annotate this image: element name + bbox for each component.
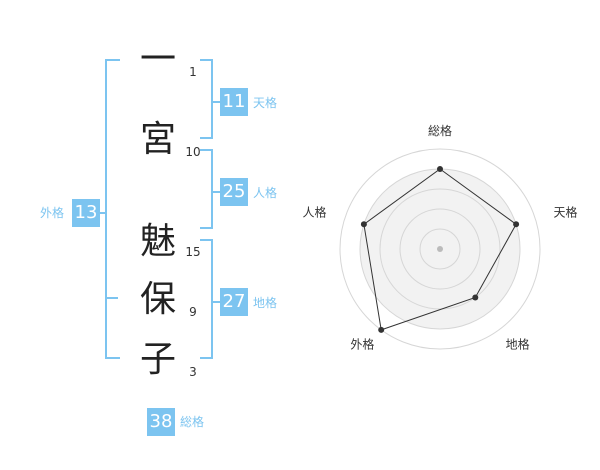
chikaku-label: 地格 [253, 296, 278, 310]
tenkaku-label: 天格 [253, 96, 278, 110]
jinkaku-connector [211, 191, 220, 193]
jinkaku-label: 人格 [253, 186, 278, 200]
radar-point-2 [513, 221, 520, 228]
stroke-count-3: 15 [185, 245, 201, 259]
radar-axis-label-4: 外格 [350, 337, 374, 352]
soukaku-badge: 38 [147, 408, 175, 436]
stroke-count-4: 9 [189, 305, 197, 319]
jinkaku-badge: 25 [220, 178, 248, 206]
chikaku-bracket [200, 239, 213, 359]
radar-ring [419, 228, 461, 270]
chikaku-connector [211, 301, 220, 303]
jinkaku-bracket [200, 149, 213, 229]
tenkaku-connector [211, 101, 220, 103]
tenkaku-badge: 11 [220, 88, 248, 116]
stroke-count-1: 1 [189, 65, 197, 79]
soukaku-label: 総格 [180, 415, 205, 429]
radar-point-4 [378, 326, 385, 333]
tenkaku-bracket [200, 59, 213, 139]
radar-polygon [363, 168, 517, 331]
radar-point-1 [437, 166, 443, 172]
gaikaku-bracket-tick [105, 297, 118, 299]
name-char-5: 子 [139, 339, 176, 380]
name-char-4: 保 [139, 279, 176, 320]
stroke-count-2: 10 [185, 145, 201, 159]
radar-axis-label-2: 天格 [553, 205, 577, 220]
chikaku-badge: 27 [220, 288, 248, 316]
radar-axis-label-1: 総格 [428, 123, 452, 138]
radar-ring [379, 188, 501, 310]
gaikaku-badge: 13 [72, 199, 100, 227]
radar-center-dot [437, 246, 443, 252]
gaikaku-bracket [105, 59, 120, 359]
name-char-3: 魅 [139, 221, 176, 262]
radar-axis-label-3: 地格 [506, 337, 530, 352]
radar-point-5 [360, 221, 367, 228]
radar-axis-label-5: 人格 [302, 205, 326, 220]
radar-point-3 [472, 294, 479, 301]
stroke-count-5: 3 [189, 365, 197, 379]
name-char-1: 一 [139, 39, 176, 80]
radar-ring [339, 148, 541, 350]
gaikaku-label: 外格 [40, 206, 65, 220]
gaikaku-connector [100, 212, 106, 214]
name-char-2: 宮 [139, 119, 176, 160]
radar-ring [399, 208, 481, 290]
